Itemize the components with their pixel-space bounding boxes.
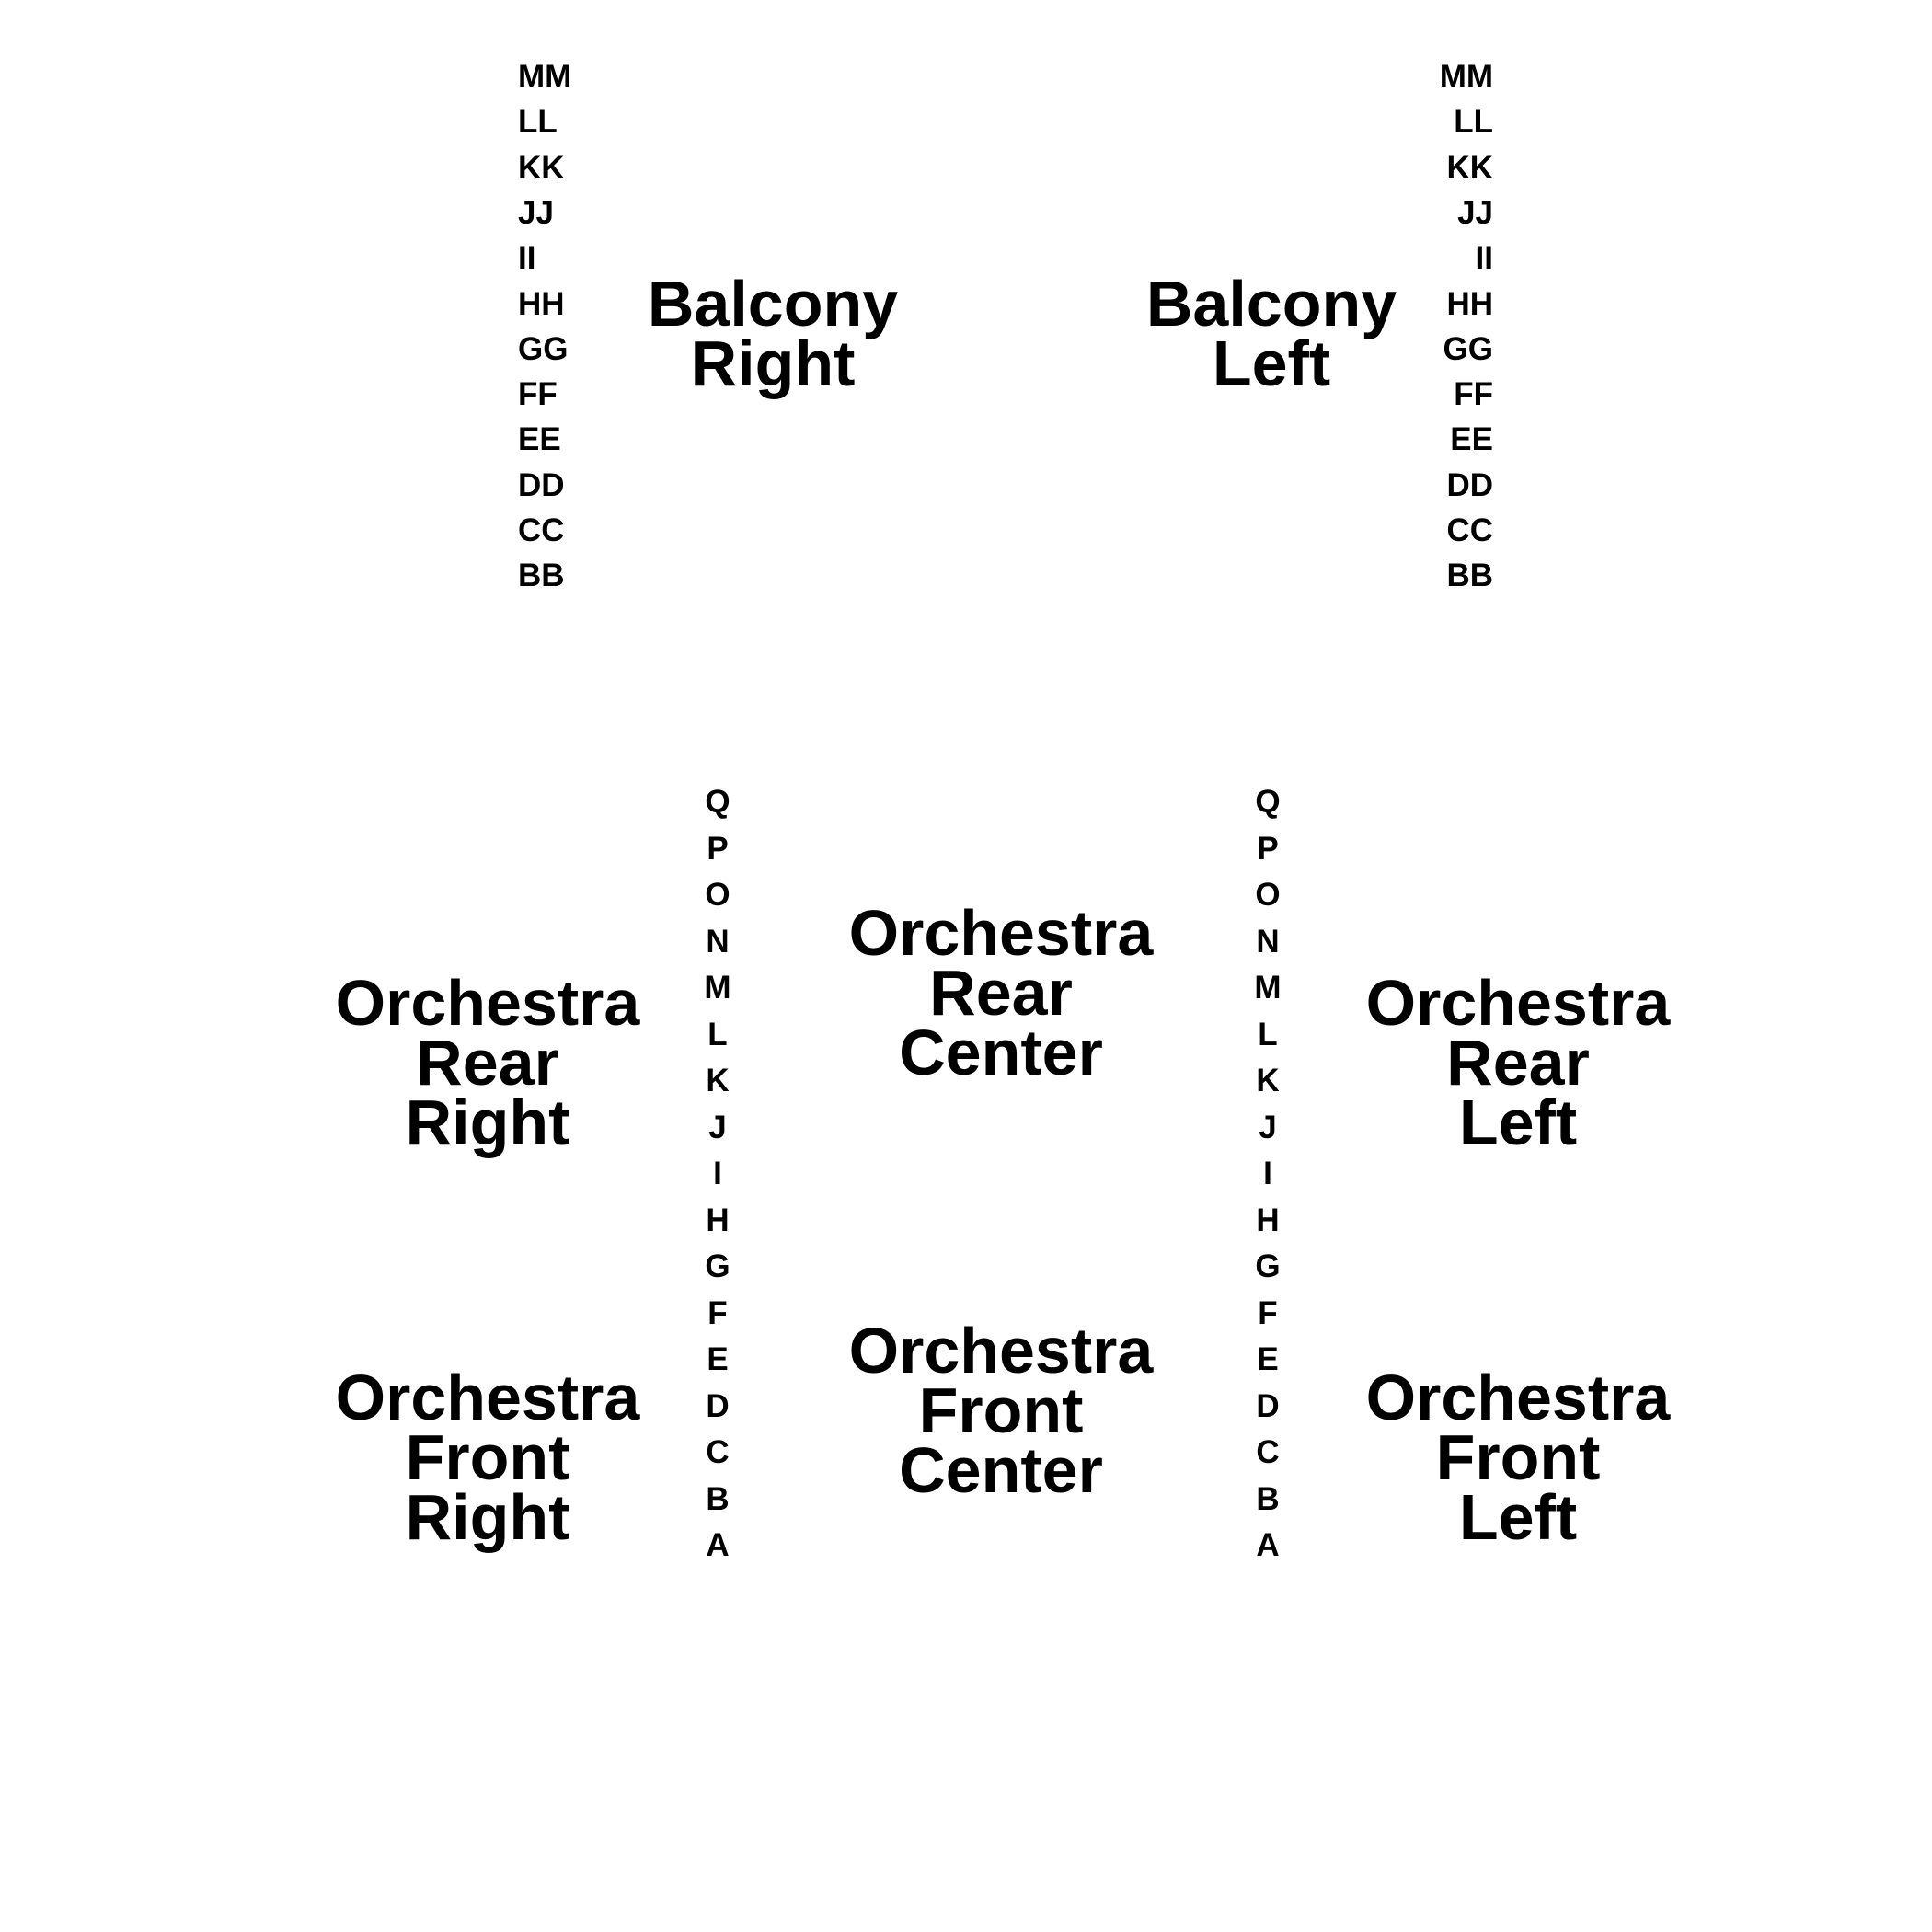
row-label: F — [707, 1294, 728, 1331]
section-label-line: Rear — [1446, 1027, 1590, 1098]
row-label: L — [1258, 1016, 1278, 1052]
row-label: D — [1256, 1387, 1280, 1424]
row-label: KK — [1446, 149, 1493, 186]
row-label: DD — [1446, 466, 1493, 503]
row-label: MM — [1439, 59, 1493, 95]
row-label: E — [1257, 1341, 1279, 1377]
row-label: FF — [1454, 376, 1493, 413]
row-label: K — [706, 1063, 730, 1098]
section-orchestra-rear-right: Orchestra Rear Right — [322, 967, 653, 1158]
row-label: EE — [1450, 421, 1493, 458]
row-label: I — [1263, 1156, 1272, 1191]
row-label: JJ — [1457, 194, 1493, 231]
section-label-line: Rear — [416, 1027, 559, 1098]
row-label: JJ — [518, 194, 554, 231]
row-label: EE — [518, 421, 561, 458]
section-label-line: Orchestra — [1365, 1362, 1671, 1433]
row-label: O — [1255, 877, 1281, 913]
row-label: P — [707, 830, 729, 867]
row-label: D — [706, 1387, 730, 1424]
row-label: A — [706, 1527, 730, 1563]
row-label: LL — [1454, 104, 1493, 141]
row-label: K — [1256, 1063, 1280, 1098]
section-label-line: Left — [1458, 1481, 1578, 1553]
section-orchestra-front-right: Orchestra Front Right — [322, 1362, 653, 1553]
row-label: GG — [518, 330, 569, 367]
section-orchestra-rear-center: Orchestra Rear Center — [835, 897, 1167, 1088]
row-label: C — [706, 1434, 730, 1470]
section-label-line: Right — [405, 1481, 570, 1553]
row-label: GG — [1443, 330, 1493, 367]
row-label: G — [705, 1248, 730, 1284]
section-label-line: Orchestra — [335, 1362, 640, 1433]
row-label: Q — [705, 784, 730, 820]
section-label-line: Front — [1435, 1421, 1601, 1493]
row-label: CC — [1446, 512, 1493, 548]
section-label-line: Right — [690, 328, 856, 399]
section-label-line: Center — [899, 1434, 1103, 1506]
section-orchestra-rear-left: Orchestra Rear Left — [1352, 967, 1684, 1158]
row-label: J — [708, 1109, 727, 1145]
row-label: MM — [518, 59, 572, 95]
section-label-line: Left — [1212, 328, 1331, 399]
section-label-line: Front — [918, 1374, 1084, 1446]
section-label-line: Left — [1458, 1087, 1578, 1158]
row-label: C — [1256, 1434, 1280, 1470]
row-label: KK — [518, 149, 565, 186]
row-label: F — [1258, 1294, 1278, 1331]
balcony-left-row-labels: MM LL KK JJ II HH GG FF EE DD CC BB — [1417, 0, 1493, 607]
section-label-line: Orchestra — [1365, 967, 1671, 1039]
row-label: BB — [1446, 558, 1493, 594]
row-label: HH — [1446, 285, 1493, 322]
section-label-line: Front — [405, 1421, 570, 1493]
row-label: FF — [518, 376, 558, 413]
section-orchestra-front-center: Orchestra Front Center — [835, 1315, 1167, 1506]
row-label: I — [713, 1156, 722, 1191]
row-label: N — [706, 923, 730, 960]
section-label-line: Right — [405, 1087, 570, 1158]
row-label: G — [1255, 1248, 1281, 1284]
row-label: M — [704, 970, 731, 1006]
row-label: BB — [518, 558, 565, 594]
row-label: J — [1259, 1109, 1277, 1145]
section-label-line: Center — [899, 1017, 1103, 1088]
row-label: CC — [518, 512, 565, 548]
section-label-line: Orchestra — [335, 967, 640, 1039]
row-label: DD — [518, 466, 565, 503]
section-orchestra-front-left: Orchestra Front Left — [1352, 1362, 1684, 1553]
row-label: H — [1256, 1202, 1280, 1238]
row-label: A — [1256, 1527, 1280, 1563]
section-label-line: Balcony — [647, 268, 899, 339]
section-label-line: Orchestra — [848, 1315, 1154, 1386]
row-label: H — [706, 1202, 730, 1238]
section-balcony-right: Balcony Right — [626, 268, 920, 399]
balcony-right-row-labels: MM LL KK JJ II HH GG FF EE DD CC BB — [518, 0, 592, 607]
row-label: E — [707, 1341, 729, 1377]
row-label: B — [706, 1480, 730, 1517]
row-label: II — [1475, 240, 1493, 277]
row-label: B — [1256, 1480, 1280, 1517]
section-label-line: Balcony — [1145, 268, 1397, 339]
row-label: P — [1257, 830, 1279, 867]
row-label: M — [1254, 970, 1282, 1006]
row-label: Q — [1255, 784, 1281, 820]
section-label-line: Orchestra — [848, 897, 1154, 969]
row-label: L — [707, 1016, 728, 1052]
row-label: N — [1256, 923, 1280, 960]
row-label: O — [705, 877, 730, 913]
row-label: II — [518, 240, 536, 277]
section-label-line: Rear — [929, 957, 1073, 1029]
row-label: HH — [518, 285, 565, 322]
section-balcony-left: Balcony Left — [1124, 268, 1419, 399]
row-label: LL — [518, 104, 558, 141]
